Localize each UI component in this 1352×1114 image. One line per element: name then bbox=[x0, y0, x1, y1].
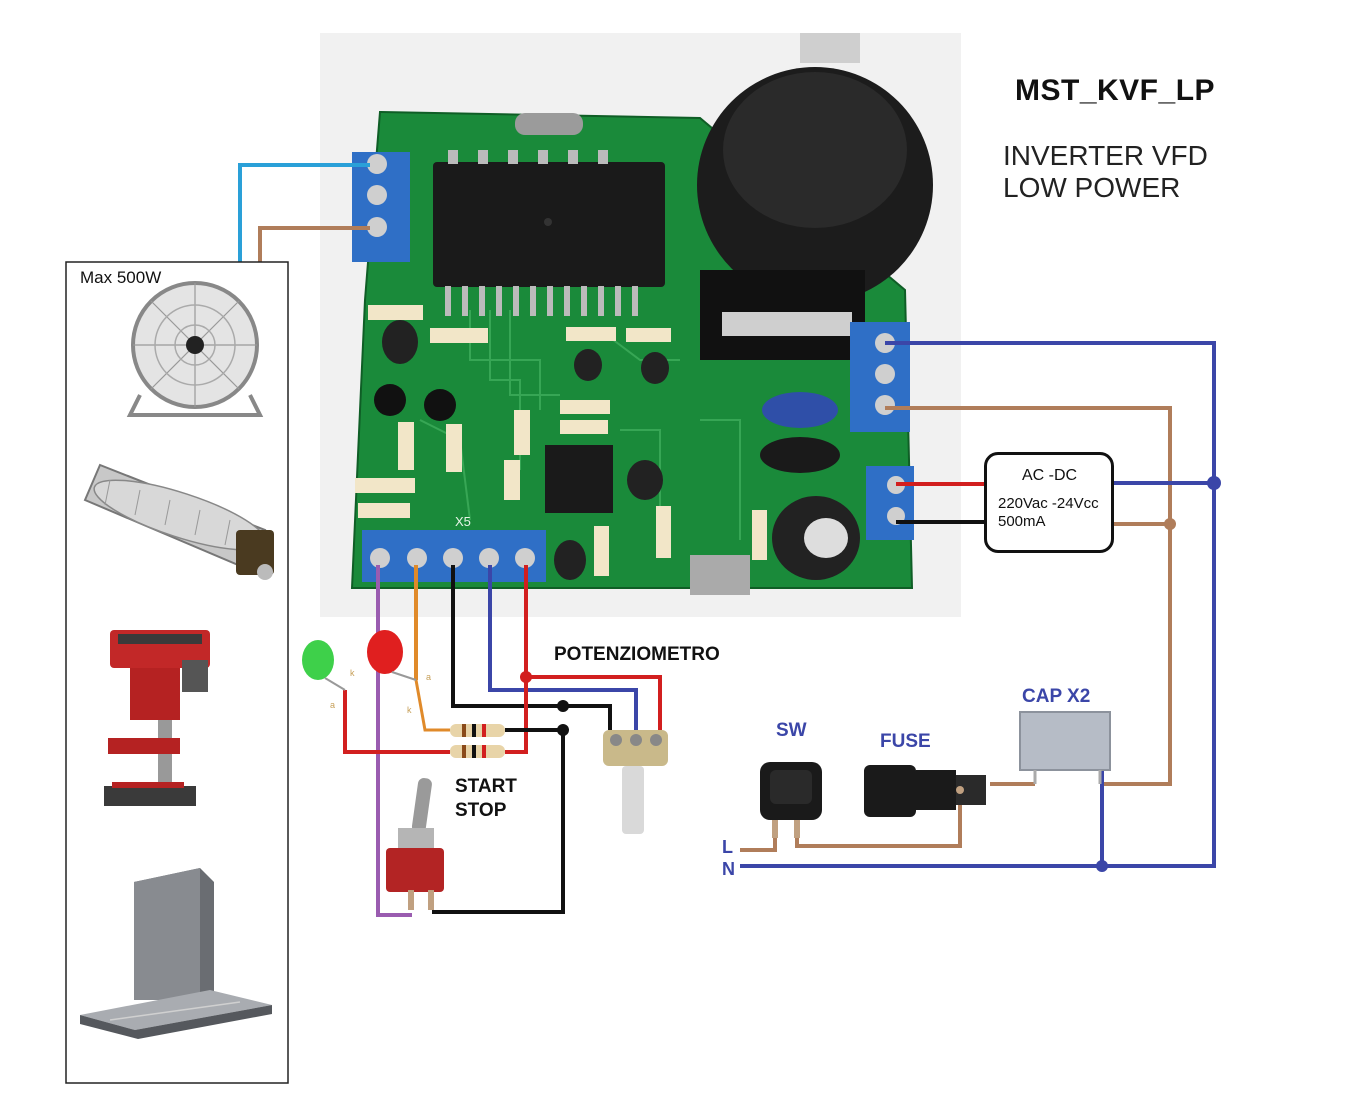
acdc-spec: 220Vac -24Vcc bbox=[998, 495, 1099, 512]
start-label: START bbox=[455, 776, 517, 797]
terminal-mains bbox=[850, 322, 910, 432]
wire-cyan bbox=[238, 163, 370, 262]
start-stop-switch bbox=[386, 778, 444, 910]
svg-text:a: a bbox=[330, 700, 335, 710]
wire-red bbox=[505, 565, 528, 754]
stop-label: STOP bbox=[455, 800, 507, 821]
wire-purple bbox=[376, 565, 412, 917]
led-green bbox=[302, 640, 346, 691]
wire-black bbox=[451, 565, 612, 730]
svg-text:k: k bbox=[407, 705, 412, 715]
terminal-x3 bbox=[352, 152, 410, 262]
line-label: L bbox=[722, 837, 733, 857]
wire-line-brown bbox=[885, 406, 1172, 786]
svg-text:k: k bbox=[350, 668, 355, 678]
wire-neutral bbox=[740, 341, 1216, 868]
wire-blue-pot bbox=[488, 565, 638, 730]
ipm-pins bbox=[445, 286, 638, 316]
potentiometer-label: POTENZIOMETRO bbox=[554, 644, 720, 665]
switch-label: SW bbox=[776, 720, 807, 741]
fuse-holder bbox=[864, 765, 986, 817]
terminal-24v bbox=[866, 466, 914, 540]
resistor-1 bbox=[450, 724, 505, 737]
ic-chip bbox=[545, 445, 613, 513]
acdc-converter-box bbox=[984, 452, 1114, 553]
loads-box-label: Max 500W bbox=[80, 268, 162, 287]
x2-capacitor bbox=[1019, 711, 1111, 784]
cap-label: CAP X2 bbox=[1022, 686, 1091, 707]
rocker-switch bbox=[760, 762, 822, 838]
page-title: MST_KVF_LP bbox=[1015, 74, 1216, 107]
svg-text:a: a bbox=[426, 672, 431, 682]
acdc-title: AC -DC bbox=[1022, 467, 1078, 484]
power-resistor bbox=[515, 113, 583, 135]
wire-brown-x3 bbox=[258, 226, 370, 262]
connector-x5-label: X5 bbox=[455, 514, 471, 529]
range-hood-illustration bbox=[80, 868, 272, 1039]
fan-illustration bbox=[126, 281, 264, 417]
fuse-label: FUSE bbox=[880, 731, 931, 752]
drill-press-illustration bbox=[104, 630, 210, 806]
acdc-current: 500mA bbox=[998, 513, 1046, 530]
pcb-board bbox=[350, 33, 933, 595]
resistor-2 bbox=[450, 745, 505, 758]
led-red bbox=[367, 630, 417, 681]
blower-illustration bbox=[83, 463, 274, 580]
potentiometer bbox=[603, 730, 668, 834]
subtitle-line2: LOW POWER bbox=[1003, 172, 1181, 203]
neutral-label: N bbox=[722, 859, 735, 879]
subtitle-line1: INVERTER VFD bbox=[1003, 140, 1208, 171]
